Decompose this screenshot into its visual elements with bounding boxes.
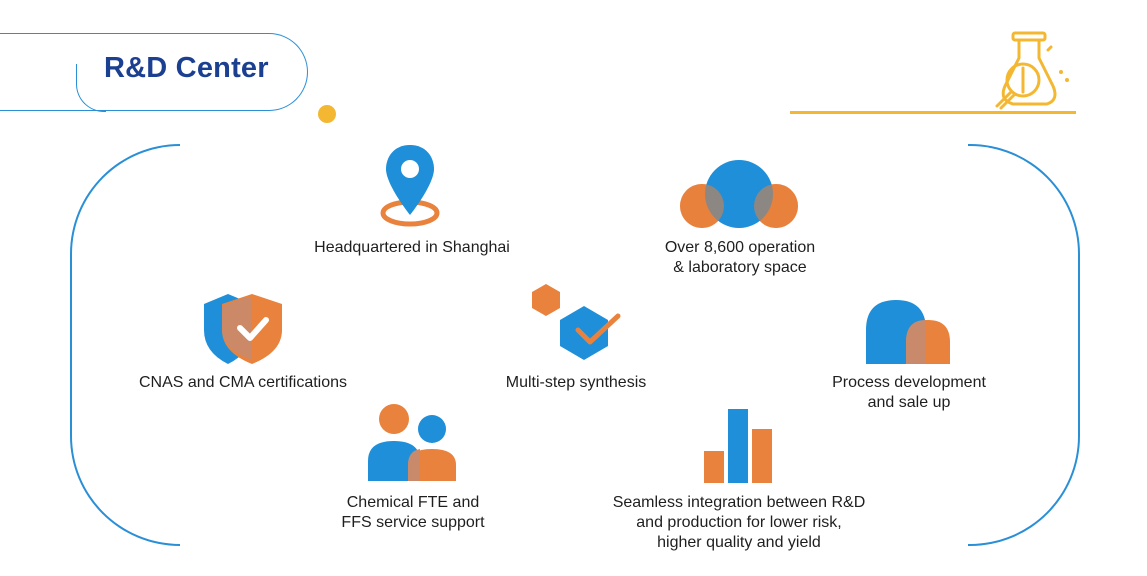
right-bracket (968, 144, 1080, 546)
space-label-line1: Over 8,600 operation (664, 239, 816, 256)
integration-label-line1: Seamless integration between R&D (612, 494, 866, 511)
integration-label-line2: and production for lower risk, (636, 514, 842, 531)
integration-label-line3: higher quality and yield (657, 534, 821, 551)
people-icon (368, 404, 456, 481)
synthesis-label: Multi-step synthesis (505, 374, 647, 391)
certifications-label: CNAS and CMA certifications (138, 374, 348, 391)
process-label-line1: Process development (832, 374, 986, 391)
page-title: R&D Center (104, 52, 269, 84)
headquarters-label: Headquartered in Shanghai (314, 239, 510, 256)
left-bracket (70, 144, 180, 546)
overlapping-circles-icon (680, 160, 798, 228)
bar-left (704, 451, 724, 483)
bar-chart-icon (704, 409, 772, 483)
fte-label-line1: Chemical FTE and (346, 494, 480, 511)
header-rule (790, 111, 1076, 114)
space-label-line2: & laboratory space (673, 259, 807, 276)
decor-dot (318, 105, 336, 123)
hexagon-check-icon (532, 284, 621, 360)
title-tab-frame (0, 33, 308, 111)
shield-check-icon (204, 294, 282, 364)
speech-bubble-icon (866, 300, 950, 364)
flask-magnifier-icon (995, 31, 1069, 110)
location-pin-icon (380, 145, 440, 227)
bar-right (752, 429, 772, 483)
process-label-line2: and sale up (867, 394, 951, 411)
bar-middle (728, 409, 748, 483)
fte-label-line2: FFS service support (341, 514, 485, 531)
